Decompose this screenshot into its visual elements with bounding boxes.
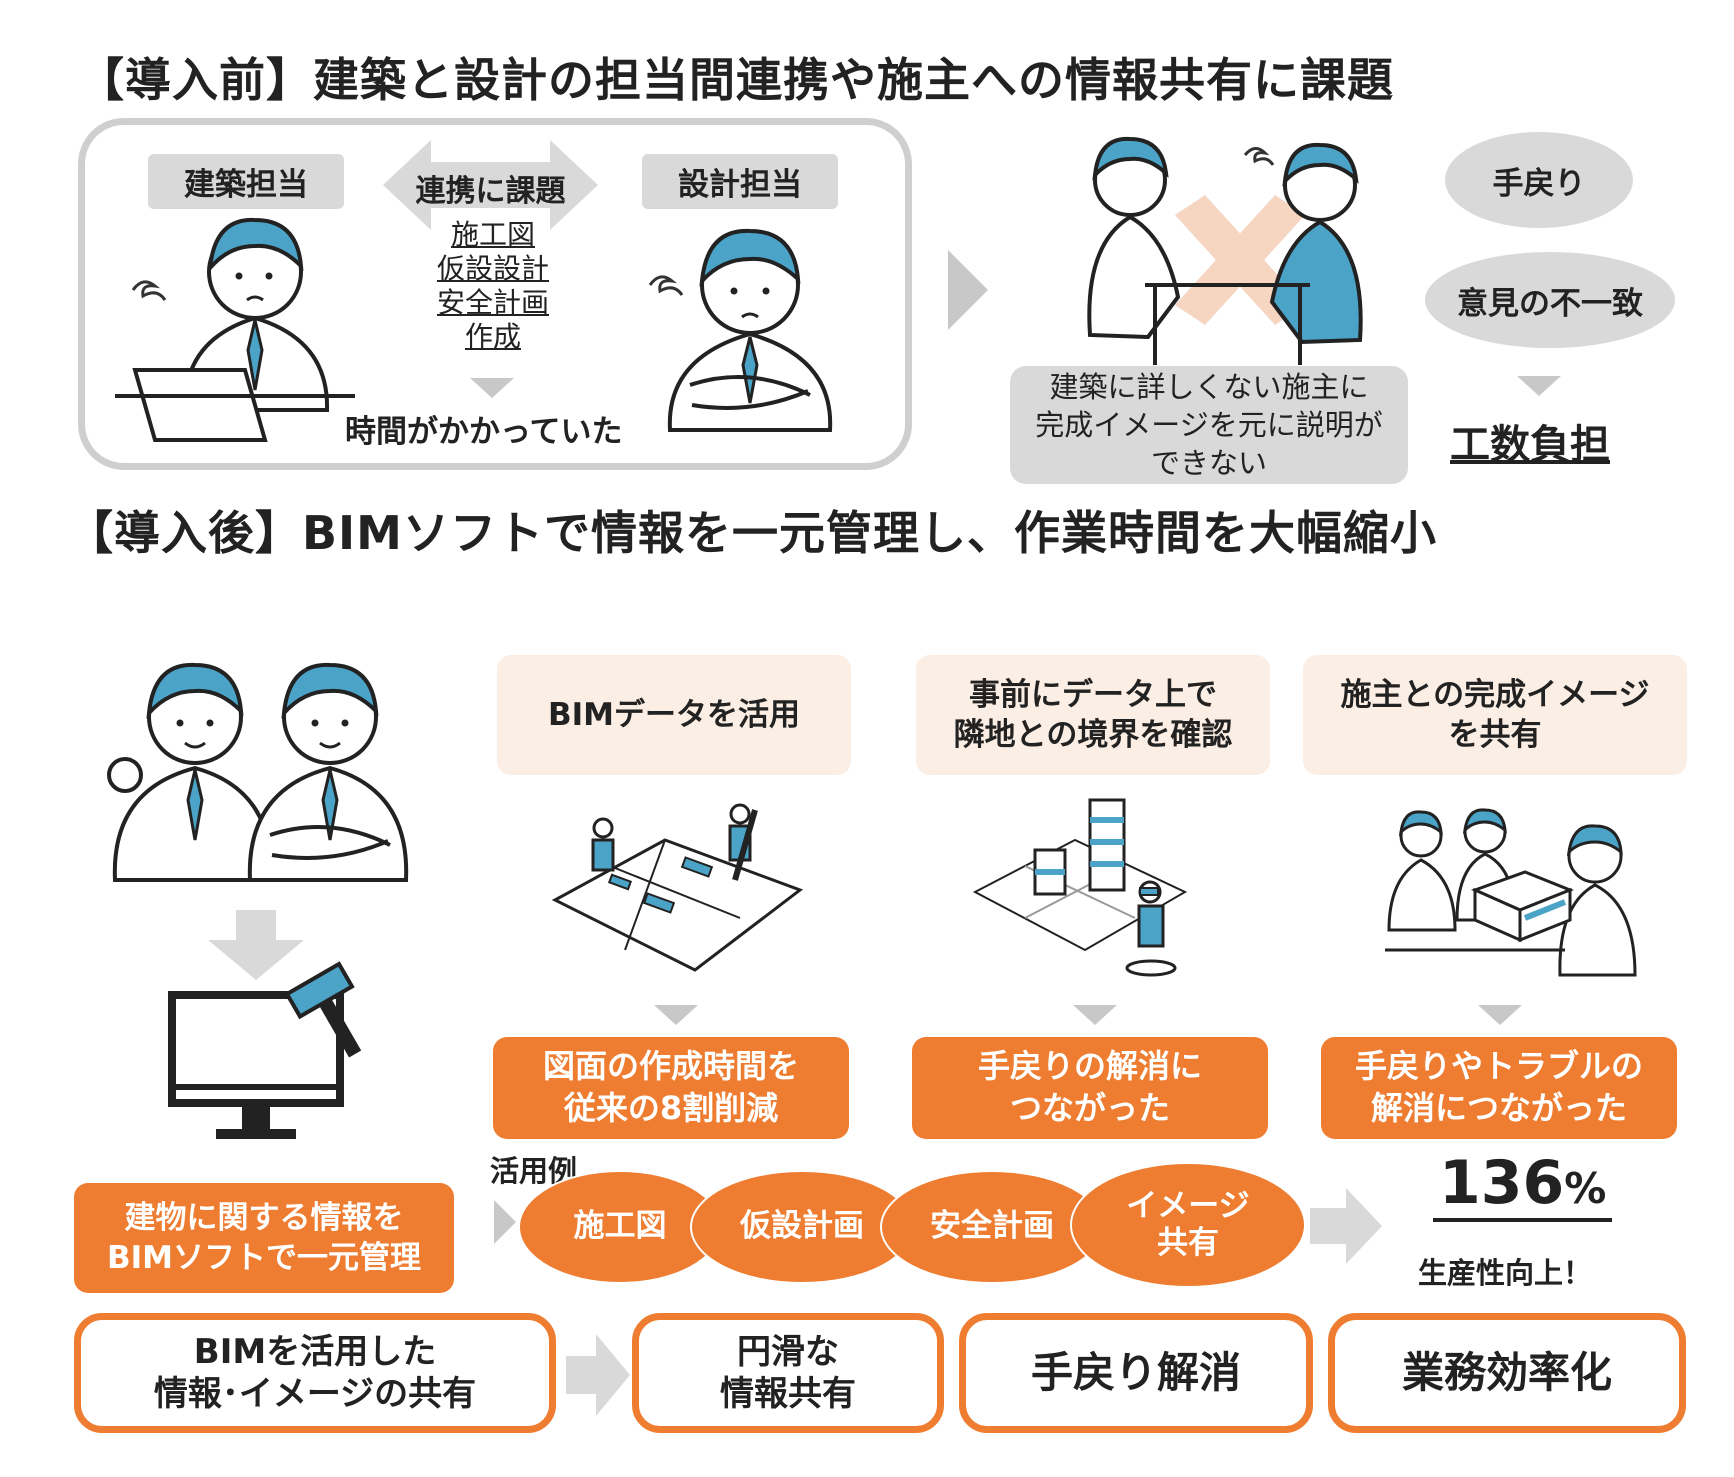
bottom-line: 業務効率化 (1401, 1347, 1612, 1397)
bottom-line: 情報･イメージの共有 (153, 1374, 477, 1414)
issue-disagreement: 意見の不一致 (1425, 252, 1675, 348)
doc-item: 施工図 (450, 218, 535, 251)
monitor-bim-icon (168, 961, 362, 1139)
col1-title: BIMデータを活用 (497, 655, 851, 775)
right-block-arrow-icon (1310, 1188, 1382, 1264)
example-text: 安全計画 (930, 1208, 1054, 1245)
col-title-line: を共有 (1448, 717, 1542, 753)
arch-label: 建築担当 (148, 154, 344, 209)
down-arrow-icon (654, 1005, 698, 1025)
col2-result: 手戻りの解消に つながった (912, 1037, 1268, 1139)
col3-title: 施主との完成イメージ を共有 (1303, 655, 1687, 775)
down-block-arrow-icon (208, 910, 304, 980)
example-temporary-plan: 仮設計画 (690, 1170, 914, 1284)
right-block-arrow-icon (566, 1334, 630, 1416)
chevron-right-icon (494, 1200, 516, 1244)
col3-result: 手戻りやトラブルの 解消につながった (1321, 1037, 1677, 1139)
example-safety-plan: 安全計画 (880, 1170, 1104, 1284)
productivity-figure: 136% (1433, 1148, 1613, 1222)
result-line: 図面の作成時間を (542, 1047, 799, 1086)
down-arrow-icon (1517, 376, 1561, 396)
issue-rework: 手戻り (1445, 132, 1633, 228)
col-title-line: 事前にデータ上で (969, 676, 1217, 713)
col2-title: 事前にデータ上で 隣地との境界を確認 (916, 655, 1270, 775)
bottom-rework-resolved: 手戻り解消 (959, 1313, 1313, 1433)
bottom-smooth-sharing: 円滑な 情報共有 (632, 1313, 944, 1433)
productivity-text: 生産性向上！ (1418, 1256, 1593, 1290)
chevron-right-icon (948, 250, 988, 330)
client-explain-box: 建築に詳しくない施主に 完成イメージを元に説明が できない (1010, 366, 1408, 484)
time-text: 時間がかかっていた (345, 414, 623, 450)
bottom-line: BIMを活用した (193, 1331, 437, 1372)
result-line: 手戻りの解消に (977, 1047, 1202, 1086)
client-text-line: 建築に詳しくない施主に (1049, 370, 1369, 404)
worried-person-arms-crossed-icon (648, 228, 833, 432)
two-people-confident-icon (107, 662, 409, 882)
example-text: 施工図 (573, 1208, 667, 1245)
col1-result: 図面の作成時間を 従来の8割削減 (493, 1037, 849, 1139)
coop-label: 連携に課題 (415, 174, 566, 209)
productivity-unit: % (1564, 1164, 1607, 1213)
result-line: 解消につながった (1370, 1089, 1627, 1127)
double-arrow-icon (383, 140, 598, 230)
col-title-line: 施主との完成イメージ (1340, 676, 1650, 713)
before-frame (78, 118, 912, 470)
central-line: 建物に関する情報を (124, 1199, 404, 1236)
col-title-line: 隣地との境界を確認 (953, 717, 1233, 753)
doc-list: 施工図 仮設設計 安全計画 作成 (413, 218, 573, 354)
result-line: つながった (1009, 1089, 1170, 1127)
client-text-line: 完成イメージを元に説明が (1035, 408, 1383, 442)
bottom-line: 情報共有 (720, 1374, 856, 1414)
client-text-line: できない (1150, 446, 1267, 480)
example-image-sharing: イメージ 共有 (1070, 1162, 1306, 1288)
example-text: 仮設計画 (740, 1208, 864, 1245)
model-presentation-icon (1385, 808, 1637, 977)
design-label: 設計担当 (642, 154, 838, 209)
buildings-vr-icon (972, 798, 1188, 977)
doc-item: 作成 (464, 320, 521, 353)
doc-item: 安全計画 (436, 286, 549, 319)
bottom-info-sharing: BIMを活用した 情報･イメージの共有 (74, 1313, 556, 1433)
example-text: イメージ (1126, 1187, 1250, 1224)
example-text: 共有 (1157, 1225, 1219, 1261)
result-line: 従来の8割削減 (563, 1089, 779, 1127)
productivity-value: 136 (1439, 1148, 1565, 1218)
bottom-line: 円滑な (737, 1331, 839, 1372)
down-arrow-icon (470, 378, 514, 398)
example-construction-drawing: 施工図 (518, 1170, 722, 1284)
meeting-conflict-icon (1087, 136, 1363, 365)
central-manage-box: 建物に関する情報を BIMソフトで一元管理 (74, 1183, 454, 1293)
bottom-efficiency: 業務効率化 (1328, 1313, 1686, 1433)
col-title-line: BIMデータを活用 (547, 696, 800, 733)
down-arrow-icon (1478, 1005, 1522, 1025)
burden-text: 工数負担 (1450, 422, 1610, 468)
floor-plan-workers-icon (551, 803, 804, 972)
after-heading: 【導入後】BIMソフトで情報を一元管理し、作業時間を大幅縮小 (67, 506, 1437, 560)
before-heading: 【導入前】建築と設計の担当間連携や施主への情報共有に課題 (78, 53, 1394, 107)
bottom-line: 手戻り解消 (1030, 1347, 1241, 1397)
worried-person-laptop-icon (115, 217, 355, 442)
down-arrow-icon (1073, 1005, 1117, 1025)
result-line: 手戻りやトラブルの (1354, 1047, 1643, 1086)
doc-item: 仮設設計 (436, 252, 549, 285)
central-line: BIMソフトで一元管理 (106, 1240, 421, 1276)
